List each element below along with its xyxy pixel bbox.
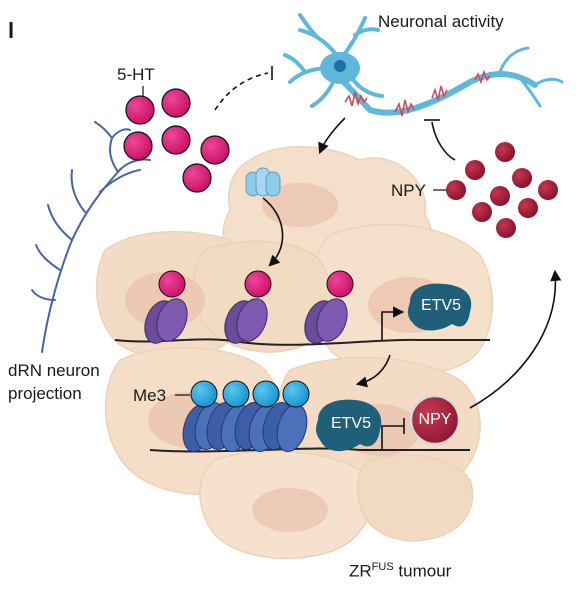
serotonin-label: 5-HT: [117, 65, 155, 84]
me3-mark: [222, 380, 250, 408]
drn-label-line2: projection: [8, 384, 82, 403]
arrow-neuron-to-tumour: [318, 117, 346, 155]
panel-label: l: [8, 18, 15, 43]
arrow-npy-to-neuron: [431, 121, 456, 161]
npy-pill-label: NPY: [418, 411, 452, 428]
etv5-label-bottom: ETV5: [330, 415, 371, 432]
npy-peptide: [472, 202, 492, 222]
pathway-arrows: [214, 66, 562, 409]
bound-serotonin: [158, 270, 186, 298]
npy-peptide: [518, 198, 538, 218]
npy-peptide: [538, 180, 558, 200]
etv5-label-top: ETV5: [420, 297, 461, 314]
serotonin-molecule: [182, 163, 212, 193]
nucleosome: [144, 298, 188, 344]
me3-mark: [282, 380, 310, 408]
npy-peptide: [495, 142, 515, 162]
tumour-label-superscript: FUS: [371, 561, 394, 573]
tumour-label-base: ZR: [349, 561, 372, 581]
neuronal-activity-label: Neuronal activity: [378, 12, 504, 31]
repression-mark: [381, 425, 404, 450]
etv5-protein-bottom: [316, 399, 382, 452]
arrow-etv5-to-repression: [355, 354, 391, 388]
receptor: [245, 167, 281, 197]
npy-peptide: [512, 168, 532, 188]
npy-peptide: [465, 160, 485, 180]
arrow-npy-secretion: [469, 269, 562, 409]
drn-label-line1: dRN neuron: [8, 361, 100, 380]
serotonin-molecule: [123, 131, 153, 161]
drn-projection: [31, 121, 151, 353]
serotonin-molecule: [200, 135, 230, 165]
npy-gene-product: [409, 394, 461, 446]
chromatin-active: [114, 270, 490, 346]
serotonin-molecules: [123, 86, 230, 193]
npy-peptide: [490, 186, 510, 206]
neuron: [283, 13, 564, 117]
serotonin-molecule: [125, 95, 155, 125]
npy-peptide: [496, 218, 516, 238]
bound-serotonin: [244, 270, 272, 298]
npy-peptide: [446, 180, 466, 200]
etv5-protein-top: [408, 283, 472, 331]
tumour-cell: [357, 454, 474, 542]
npy-peptides: [433, 142, 558, 238]
me3-mark: [252, 380, 280, 408]
me3-mark: [190, 380, 218, 408]
transcription-start-arrow: [381, 306, 405, 340]
me3-label: Me3: [133, 386, 167, 405]
arrow-receptor-to-chromatin: [262, 197, 284, 267]
serotonin-molecule: [161, 125, 191, 155]
npy-peptide-label: NPY: [391, 181, 426, 200]
tumour-label-suffix: tumour: [398, 561, 452, 581]
nucleosome: [304, 298, 348, 344]
chromatin-repressed: [149, 380, 470, 453]
serotonin-molecule: [161, 88, 191, 118]
nucleosome: [224, 298, 268, 344]
bound-serotonin: [326, 270, 354, 298]
arrow-5ht-to-neuron: [214, 72, 269, 111]
tumour-cluster: [95, 146, 494, 560]
tumour-label: ZRFUS tumour: [349, 562, 451, 580]
